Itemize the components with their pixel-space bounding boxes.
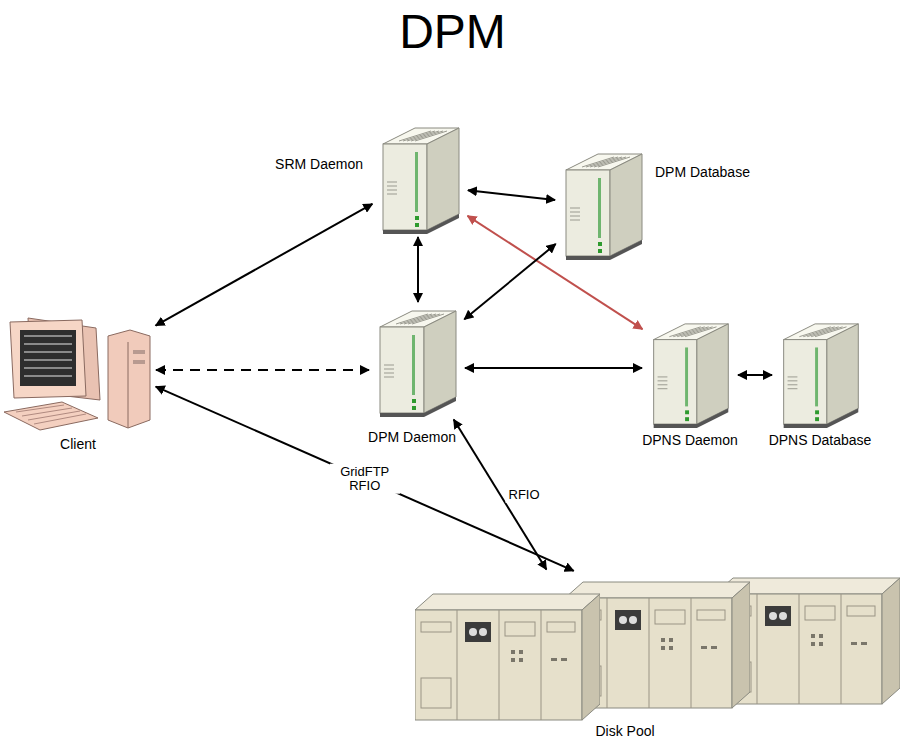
connector — [464, 244, 555, 319]
diagram-title: DPM — [0, 6, 905, 59]
node-label: DPNS Database — [769, 432, 872, 448]
server-node: DPM Daemon — [372, 305, 462, 417]
node-label: Disk Pool — [595, 723, 654, 739]
connector — [417, 237, 419, 302]
connector — [468, 216, 643, 329]
node-label: SRM Daemon — [275, 156, 363, 172]
connector — [156, 387, 574, 571]
connector — [156, 204, 373, 326]
database-node: DPNS Database — [775, 318, 865, 428]
client-computer — [4, 318, 150, 430]
node-label: Client — [60, 436, 96, 452]
connector — [156, 369, 369, 371]
server-node: SRM Daemon — [375, 122, 465, 234]
client-node: Client — [5, 312, 153, 432]
database-node: DPM Database — [558, 148, 648, 260]
connector-label: GridFTP RFIO — [330, 463, 400, 494]
connector — [468, 190, 555, 200]
server-node: DPNS Daemon — [645, 318, 735, 428]
node-label: DPNS Daemon — [642, 432, 738, 448]
node-label: DPM Daemon — [368, 429, 456, 445]
connector — [738, 374, 772, 376]
node-label: DPM Database — [655, 164, 750, 180]
connector — [465, 367, 642, 369]
disk-pool-node: Disk Pool — [415, 572, 900, 722]
connector-label: RFIO — [506, 486, 543, 502]
connector — [454, 420, 547, 570]
